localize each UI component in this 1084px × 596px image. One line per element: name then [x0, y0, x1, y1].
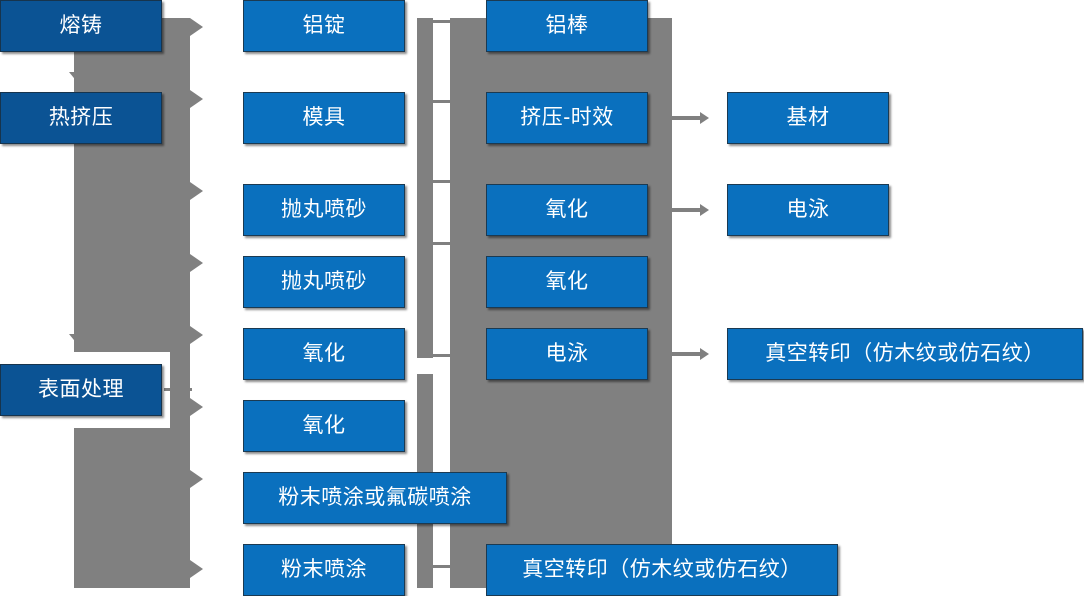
- node-label: 真空转印（仿木纹或仿石纹）: [765, 342, 1045, 366]
- node-proca-paowanpensha-1[interactable]: 抛丸喷砂: [243, 184, 405, 236]
- conn-line-jicai: [672, 116, 700, 120]
- node-proca-fenmopentu[interactable]: 粉末喷涂: [243, 544, 405, 596]
- conn-line-dianyong: [672, 208, 700, 212]
- node-proca-yanghua-1[interactable]: 氧化: [243, 328, 405, 380]
- arrow-to-col2-6: [190, 398, 203, 416]
- conn-arrow-dianyong: [700, 204, 709, 216]
- tick-mid-5: [431, 354, 455, 357]
- arrow-to-col2-5: [190, 326, 203, 344]
- node-proca-fenmopentu-huotan[interactable]: 粉末喷涂或氟碳喷涂: [243, 472, 507, 524]
- node-label: 粉末喷涂或氟碳喷涂: [278, 486, 472, 510]
- node-output-zhenkongzhuanyin[interactable]: 真空转印（仿木纹或仿石纹）: [727, 328, 1083, 380]
- node-proca-paowanpensha-2[interactable]: 抛丸喷砂: [243, 256, 405, 308]
- node-stage-rejiya[interactable]: 热挤压: [0, 92, 162, 144]
- arrow-to-col2-8: [190, 560, 203, 578]
- tick-mid-3: [431, 180, 455, 183]
- node-proca-ludingr[interactable]: 铝锭: [243, 0, 405, 52]
- node-label: 铝棒: [545, 14, 589, 38]
- node-procb-yanghua-2[interactable]: 氧化: [486, 256, 648, 308]
- node-label: 模具: [302, 106, 346, 130]
- node-procb-dianyong[interactable]: 电泳: [486, 328, 648, 380]
- node-label: 氧化: [302, 414, 346, 438]
- tick-mid-2: [431, 100, 455, 103]
- node-output-dianyong[interactable]: 电泳: [727, 184, 889, 236]
- arrow-to-col2-3: [190, 182, 203, 200]
- tick-mid-1: [431, 20, 455, 23]
- node-label: 挤压-时效: [520, 106, 614, 130]
- stub-biaomian: [164, 388, 192, 391]
- down-arrow-rongzhu: [69, 72, 87, 83]
- tick-mid-4: [431, 242, 455, 245]
- node-label: 电泳: [545, 342, 589, 366]
- node-label: 熔铸: [59, 14, 103, 38]
- node-label: 电泳: [786, 198, 830, 222]
- node-label: 氧化: [545, 270, 589, 294]
- node-procb-lubang[interactable]: 铝棒: [486, 0, 648, 52]
- conn-arrow-zhuanyin: [700, 348, 709, 360]
- node-label: 抛丸喷砂: [281, 198, 367, 222]
- node-output-jicai[interactable]: 基材: [727, 92, 889, 144]
- arrow-to-col2-1: [190, 18, 203, 36]
- conn-arrow-jicai: [700, 112, 709, 124]
- node-label: 抛丸喷砂: [281, 270, 367, 294]
- node-proca-muju[interactable]: 模具: [243, 92, 405, 144]
- node-stage-biaomianchuli[interactable]: 表面处理: [0, 364, 162, 416]
- node-label: 表面处理: [38, 378, 124, 402]
- node-label: 真空转印（仿木纹或仿石纹）: [522, 558, 802, 582]
- node-label: 基材: [786, 106, 830, 130]
- node-label: 热挤压: [48, 106, 114, 130]
- node-label: 粉末喷涂: [281, 558, 367, 582]
- rail-band-mid: [417, 18, 433, 358]
- node-procb-jiya-shixiao[interactable]: 挤压-时效: [486, 92, 648, 144]
- arrow-to-col2-7: [190, 470, 203, 488]
- node-label: 氧化: [545, 198, 589, 222]
- arrow-to-col2-4: [190, 254, 203, 272]
- conn-line-zhuanyin: [672, 352, 700, 356]
- node-procb-zhenkongzhuanyin[interactable]: 真空转印（仿木纹或仿石纹）: [486, 544, 838, 596]
- tick-mid-6: [431, 565, 455, 568]
- node-label: 氧化: [302, 342, 346, 366]
- node-stage-rongzhu[interactable]: 熔铸: [0, 0, 162, 52]
- down-arrow-biaomian: [69, 334, 87, 345]
- node-procb-yanghua-1[interactable]: 氧化: [486, 184, 648, 236]
- arrow-to-col2-2: [190, 90, 203, 108]
- node-proca-yanghua-2[interactable]: 氧化: [243, 400, 405, 452]
- node-label: 铝锭: [302, 14, 346, 38]
